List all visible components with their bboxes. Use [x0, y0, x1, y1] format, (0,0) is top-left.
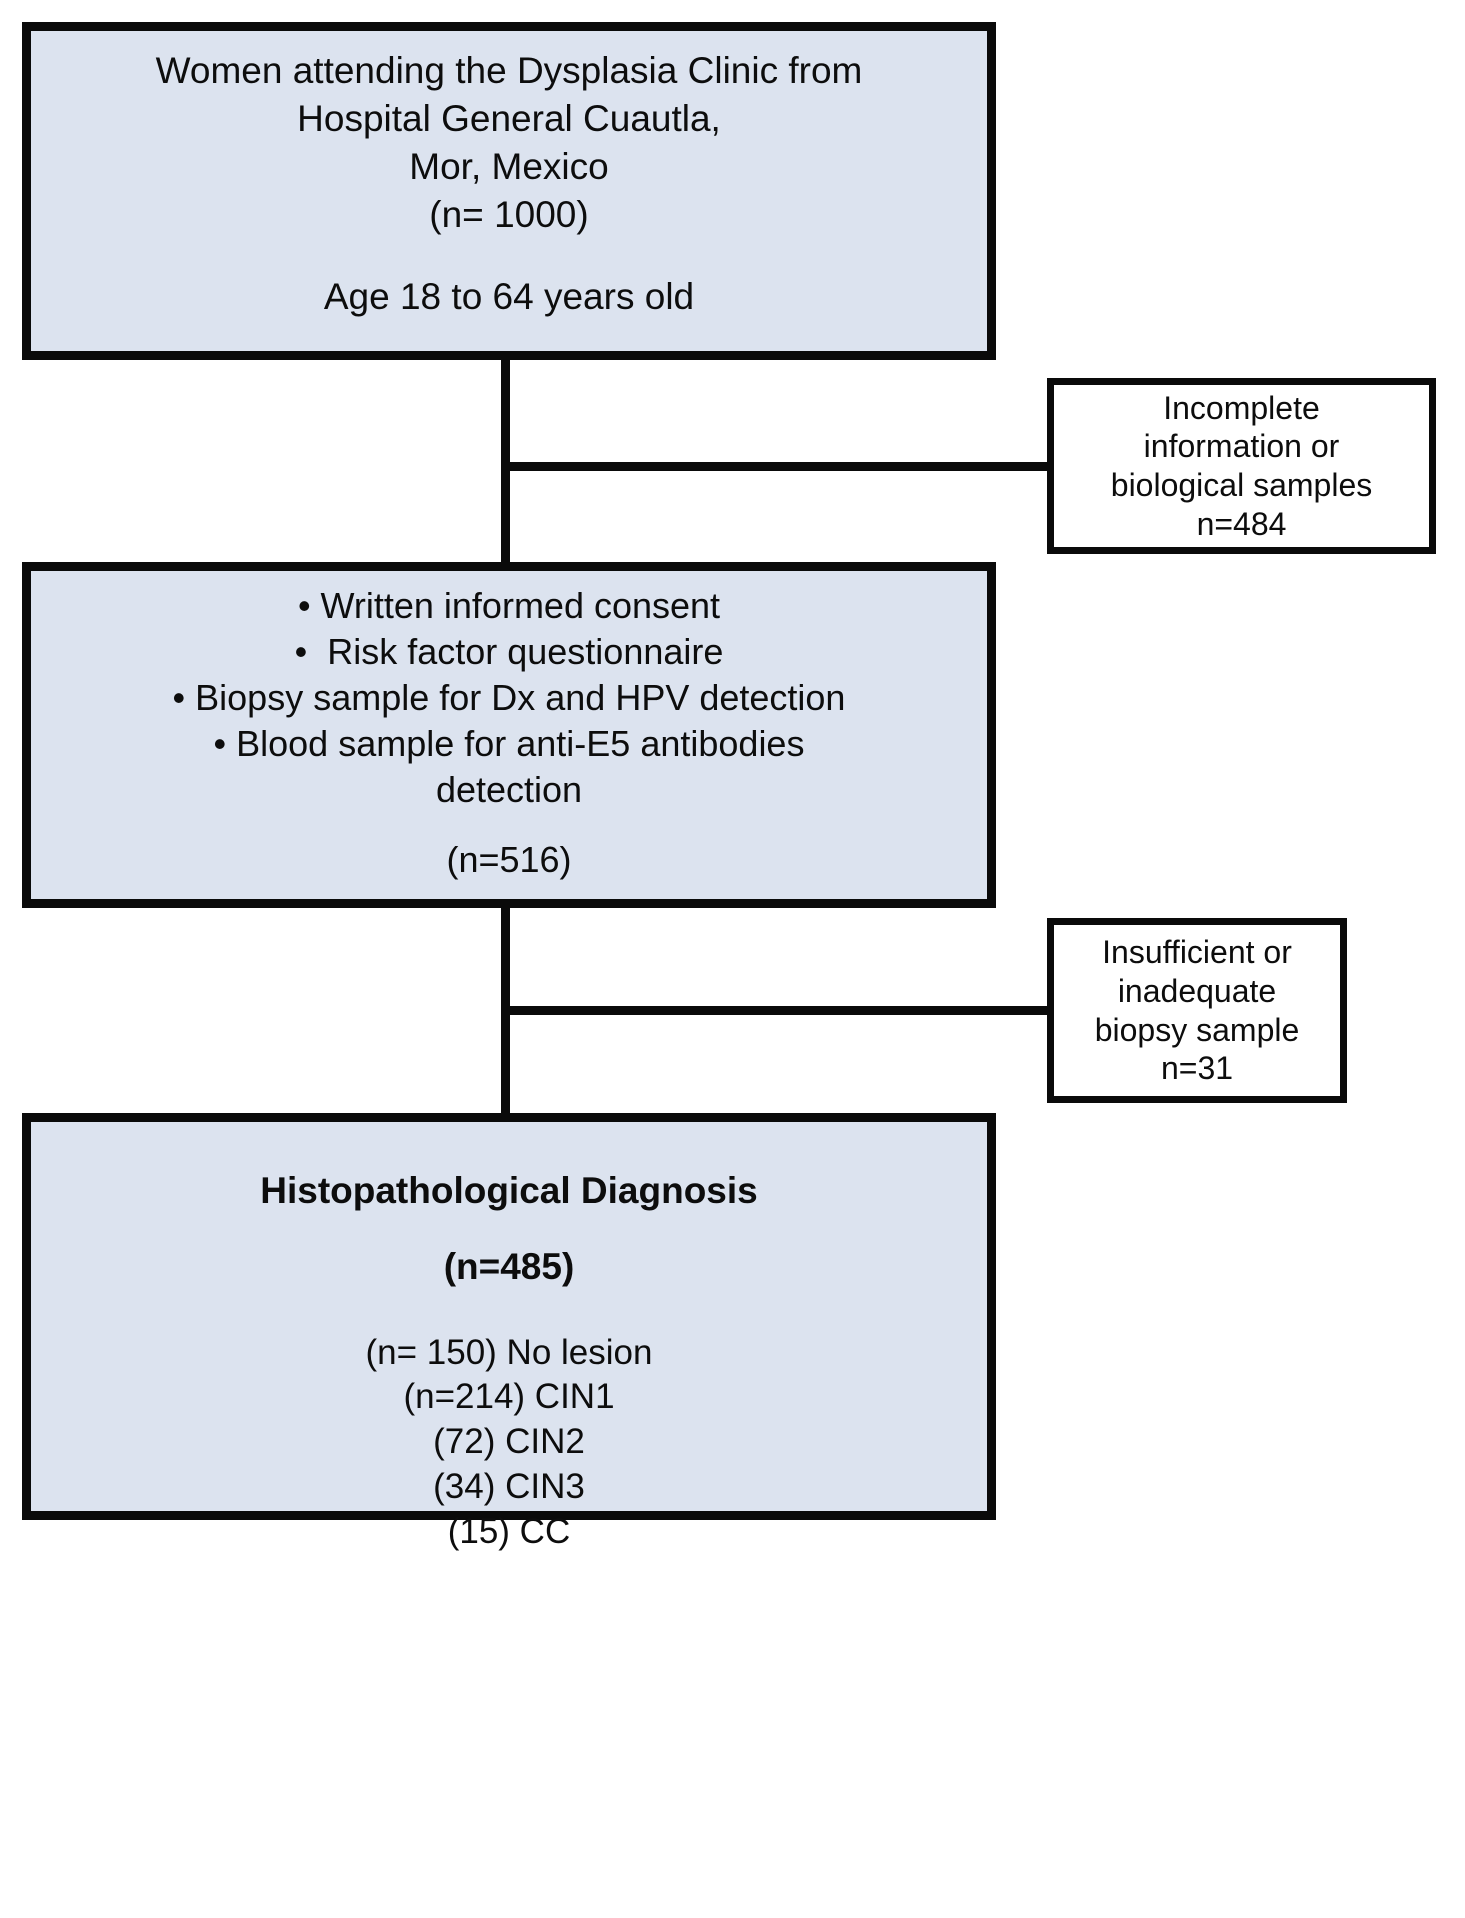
procedures-sample-size: (n=516): [446, 838, 572, 880]
procedure-item-blood: • Blood sample for anti-E5 antibodies: [213, 723, 805, 765]
node-exclusion-incomplete: Incomplete information or biological sam…: [1047, 378, 1436, 554]
source-age-range: Age 18 to 64 years old: [323, 276, 695, 318]
exclusion-1-line-1: Incomplete: [1163, 389, 1320, 426]
exclusion-1-line-2: information or: [1143, 428, 1340, 465]
exclusion-2-line-1: Insufficient or: [1102, 934, 1292, 971]
node-exclusion-biopsy: Insufficient or inadequate biopsy sample…: [1047, 918, 1347, 1103]
procedure-item-questionnaire: • Risk factor questionnaire: [294, 631, 724, 673]
diagnosis-sample-size: (n=485): [443, 1246, 575, 1288]
node-histopathological-diagnosis: Histopathological Diagnosis (n=485) (n= …: [22, 1113, 996, 1551]
exclusion-1-line-3: biological samples: [1110, 467, 1373, 503]
diagnosis-row-cin3: (34) CIN3: [433, 1466, 585, 1506]
connector-branch-to-exclusion-1: [501, 462, 1053, 471]
diagnosis-row-cin1: (n=214) CIN1: [403, 1377, 615, 1417]
source-line-3: Mor, Mexico: [409, 145, 609, 187]
diagnosis-row-no-lesion: (n= 150) No lesion: [365, 1332, 653, 1372]
diagnosis-row-cc: (15) CC: [447, 1511, 571, 1551]
diagnosis-title: Histopathological Diagnosis: [260, 1170, 758, 1211]
exclusion-2-line-3: biopsy sample: [1094, 1011, 1300, 1048]
source-sample-size: (n= 1000): [429, 194, 589, 236]
procedure-item-biopsy: • Biopsy sample for Dx and HPV detection: [172, 677, 846, 719]
exclusion-2-line-2: inadequate: [1117, 972, 1277, 1009]
node-study-procedures: • Written informed consent • Risk factor…: [22, 562, 996, 908]
connector-branch-to-exclusion-2: [501, 1006, 1053, 1015]
source-line-1: Women attending the Dysplasia Clinic fro…: [155, 49, 863, 91]
diagnosis-breakdown: (n= 150) No lesion (n=214) CIN1 (72) CIN…: [366, 1331, 653, 1555]
procedure-item-consent: • Written informed consent: [297, 585, 721, 626]
procedure-item-blood-cont: detection: [435, 769, 583, 811]
source-line-2: Hospital General Cuautla,: [297, 97, 721, 139]
diagnosis-row-cin2: (72) CIN2: [433, 1422, 585, 1462]
node-source-population: Women attending the Dysplasia Clinic fro…: [22, 22, 996, 360]
exclusion-2-count: n=31: [1160, 1050, 1234, 1087]
exclusion-1-count: n=484: [1196, 505, 1287, 542]
connector-source-to-procedures: [501, 352, 510, 570]
